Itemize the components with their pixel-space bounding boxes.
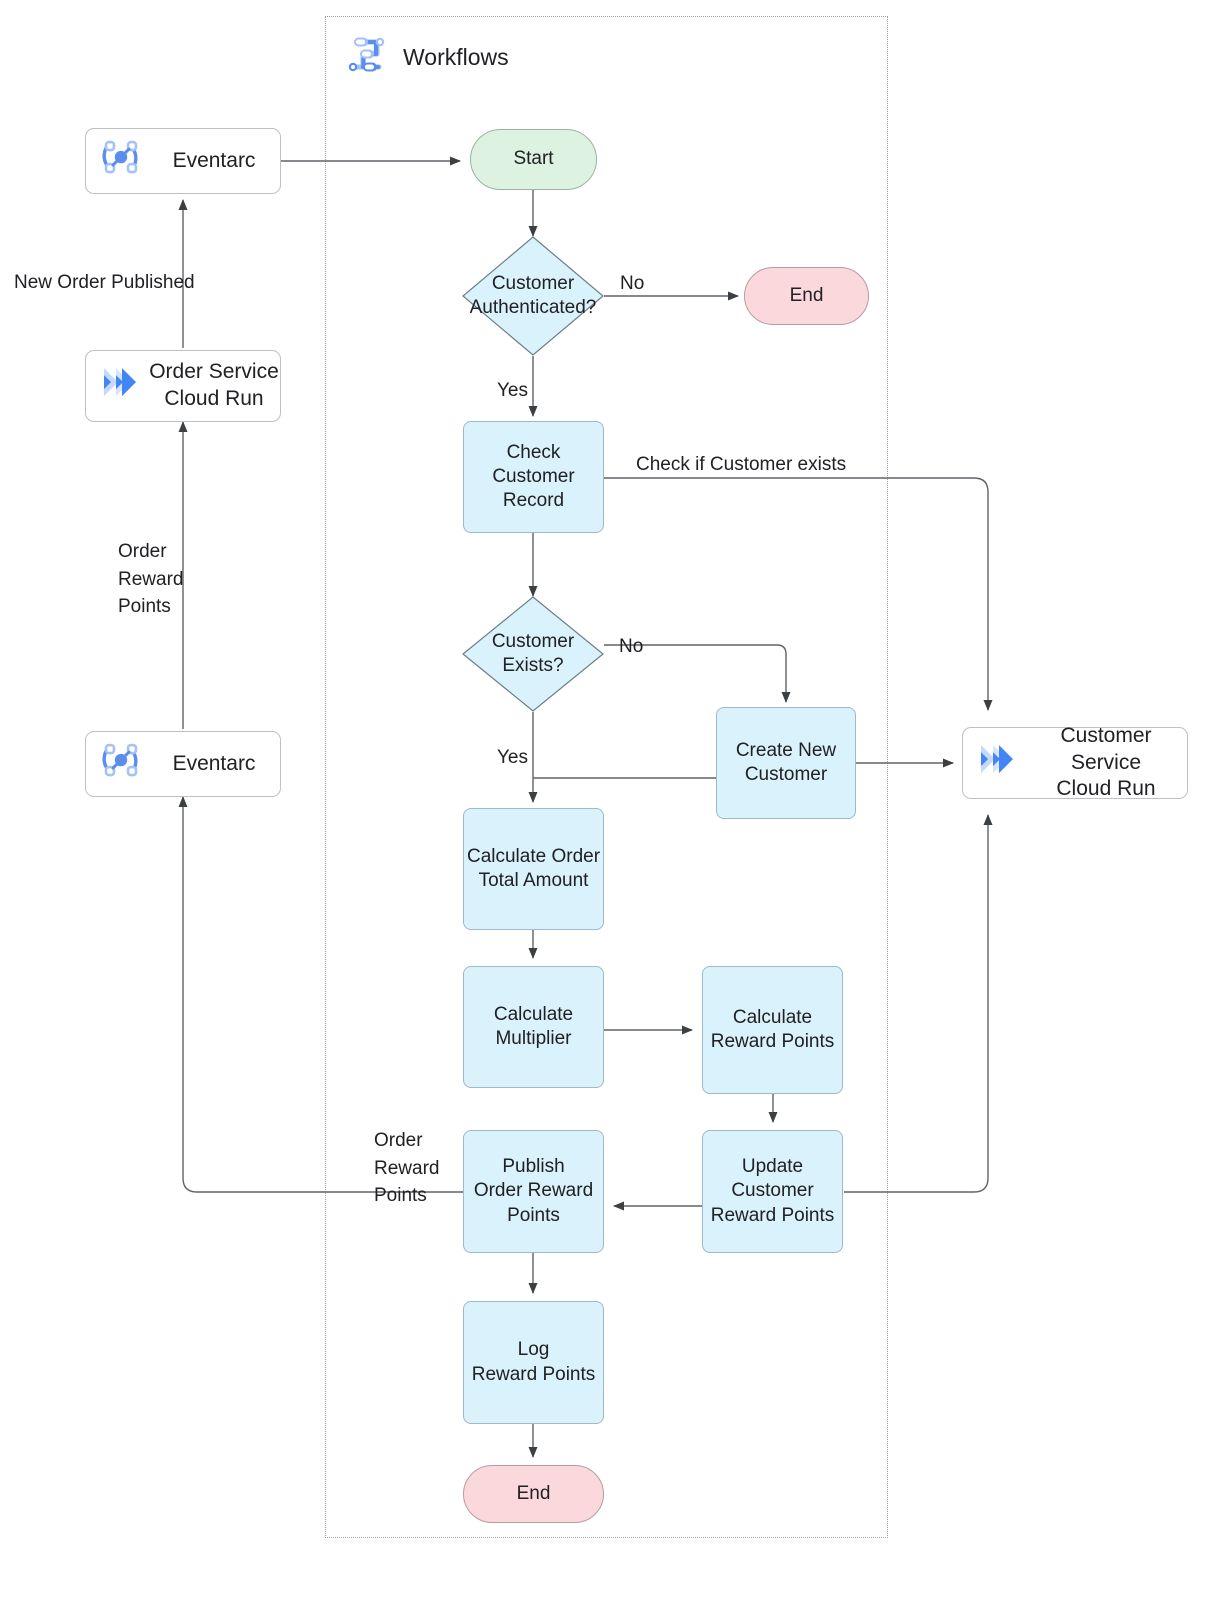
flow-node-check-customer-record[interactable]: Check Customer Record	[463, 421, 604, 533]
flow-node-calculate-order-total[interactable]: Calculate Order Total Amount	[463, 808, 604, 930]
flow-node-calculate-multiplier[interactable]: Calculate Multiplier	[463, 966, 604, 1088]
edge-label-check-if-customer-exists: Check if Customer exists	[636, 454, 847, 475]
service-node-order-service-cloud-run[interactable]: Order Service Cloud Run	[85, 350, 281, 422]
flow-node-create-new-customer[interactable]: Create New Customer	[716, 707, 856, 819]
flow-node-customer-exists[interactable]: Customer Exists?	[462, 596, 604, 712]
edge-label-exists-yes: Yes	[497, 747, 528, 768]
edge-label-order-reward-points-upper: Order Reward Points	[118, 541, 184, 618]
flow-node-calculate-reward-points[interactable]: Calculate Reward Points	[702, 966, 843, 1094]
service-node-customer-service-cloud-run[interactable]: Customer Service Cloud Run	[962, 724, 1188, 800]
flow-node-customer-authenticated[interactable]: Customer Authenticated?	[462, 236, 604, 356]
flow-node-end-bottom[interactable]: End	[463, 1465, 604, 1523]
cloud-run-icon	[100, 361, 146, 411]
service-node-eventarc-top[interactable]: Eventarc	[85, 128, 281, 194]
flow-node-log-reward-points[interactable]: Log Reward Points	[463, 1301, 604, 1424]
flow-node-start[interactable]: Start	[470, 129, 597, 190]
edge-label-order-reward-points-lower: Order Reward Points	[374, 1130, 440, 1207]
workflows-group-label: Workflows	[403, 44, 509, 70]
flow-node-label: Customer Authenticated?	[469, 272, 597, 318]
service-label: Eventarc	[172, 148, 256, 172]
workflows-group-container	[325, 16, 888, 1538]
flow-node-update-customer-reward-points[interactable]: Update Customer Reward Points	[702, 1130, 843, 1253]
service-label: Order Service Cloud Run	[149, 360, 279, 410]
service-label: Eventarc	[172, 751, 256, 775]
service-node-eventarc-bottom[interactable]: Eventarc	[85, 731, 281, 797]
flow-node-publish-order-reward-points[interactable]: Publish Order Reward Points	[463, 1130, 604, 1253]
edge-label-auth-no: No	[620, 273, 645, 294]
flow-node-label: Customer Exists?	[491, 630, 575, 676]
edge-label-new-order-published: New Order Published	[14, 272, 195, 293]
service-label: Customer Service Cloud Run	[1056, 723, 1156, 801]
flow-node-end-top[interactable]: End	[744, 267, 869, 325]
eventarc-icon	[100, 136, 142, 186]
cloud-run-icon	[977, 738, 1023, 788]
workflows-icon	[345, 32, 391, 80]
edge-label-exists-no: No	[619, 636, 644, 657]
eventarc-icon	[100, 739, 142, 789]
edge-label-auth-yes: Yes	[497, 380, 528, 401]
